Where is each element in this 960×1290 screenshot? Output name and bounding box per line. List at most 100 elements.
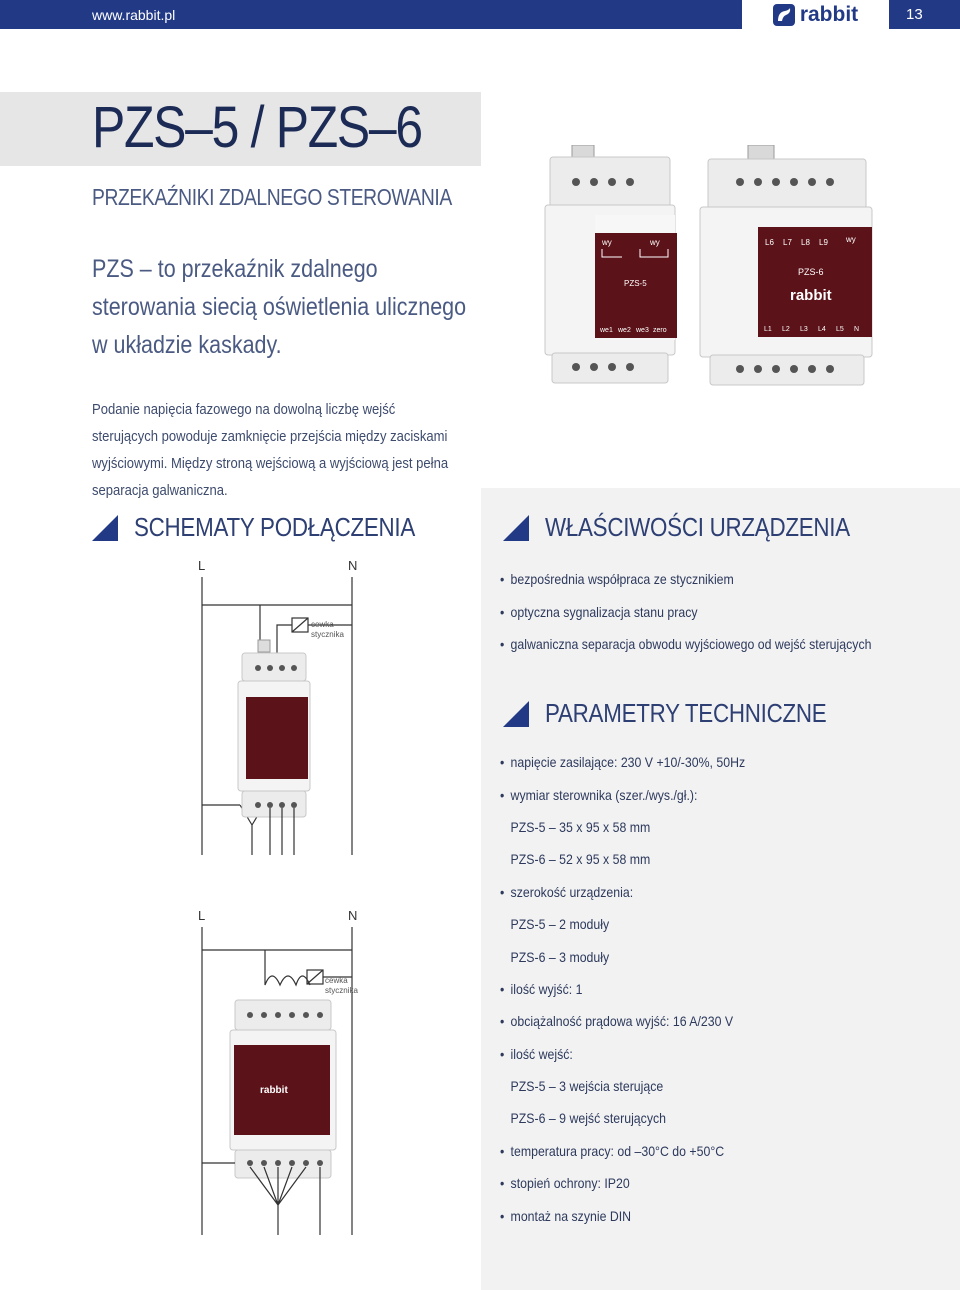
pzs6-top-label-5: wy bbox=[845, 235, 856, 244]
right-panel bbox=[481, 488, 960, 1290]
wlasciwosci-item-3: galwaniczna separacja obwodu wyjściowego… bbox=[510, 635, 872, 652]
diagram2-line-l: L bbox=[198, 908, 205, 923]
corner-triangle-icon bbox=[503, 700, 529, 727]
pzs5-bottom-3: we3 bbox=[635, 327, 649, 334]
list-item: • ilość wejść: bbox=[500, 1038, 745, 1070]
list-item: PZS-5 – 3 wejścia sterujące bbox=[500, 1070, 745, 1102]
list-item: • montaż na szynie DIN bbox=[500, 1199, 745, 1231]
pzs5-top-label-1: wy bbox=[601, 238, 612, 247]
diagram2-coil-label-1: cewka bbox=[325, 976, 348, 985]
pzs6-bottom-4: L4 bbox=[818, 326, 826, 333]
list-bullet: • bbox=[500, 786, 505, 803]
website-link[interactable]: www.rabbit.pl bbox=[92, 7, 176, 23]
wiring-diagram-pzs5: L N cewka stycznika bbox=[198, 558, 357, 855]
rabbit-logo-icon bbox=[772, 3, 795, 26]
wlasciwosci-list: •bezpośrednia współpraca ze stycznikiem … bbox=[500, 563, 922, 660]
list-item: PZS-6 – 52 x 95 x 58 mm bbox=[500, 843, 745, 875]
pzs6-top-label-3: L8 bbox=[801, 238, 810, 247]
pzs5-top-label-2: wy bbox=[649, 238, 660, 247]
pzs5-device: wy wy PZS-5 we1 we2 we3 zero bbox=[544, 145, 677, 384]
diagram1-line-n: N bbox=[348, 558, 357, 573]
pzs6-bottom-6: N bbox=[854, 326, 859, 333]
list-item: PZS-6 – 9 wejść sterujących bbox=[500, 1102, 745, 1134]
parametry-item-5: szerokość urządzenia: bbox=[510, 883, 634, 900]
diagram2-line-n: N bbox=[348, 908, 357, 923]
diagram2-coil-label-2: stycznika bbox=[325, 986, 358, 995]
list-bullet: • bbox=[500, 883, 505, 900]
page-title: PZS–5 / PZS–6 bbox=[92, 95, 423, 160]
parametry-item-2: wymiar sterownika (szer./wys./gł.): bbox=[510, 786, 698, 803]
wlasciwosci-item-2: optyczna sygnalizacja stanu pracy bbox=[510, 603, 698, 620]
section-wlasciwosci: WŁAŚCIWOŚCI URZĄDZENIA bbox=[503, 512, 900, 543]
list-bullet: • bbox=[500, 1045, 505, 1062]
pzs6-device: L6 L7 L8 L9 wy PZS-6 rabbit L1 L2 L3 L4 … bbox=[699, 145, 873, 386]
brand-name: rabbit bbox=[799, 2, 859, 26]
pzs6-bottom-3: L3 bbox=[800, 326, 808, 333]
list-item: • obciążalność prądowa wyjść: 16 A/230 V bbox=[500, 1005, 745, 1037]
wiring-diagram-pzs6: L N cewka stycznika rabbit bbox=[198, 908, 358, 1235]
parametry-item-13: temperatura pracy: od –30°C do +50°C bbox=[510, 1142, 725, 1159]
pzs5-model: PZS-5 bbox=[624, 279, 647, 288]
lead-paragraph: PZS – to przekaźnik zdalnego sterowania … bbox=[92, 250, 466, 364]
pzs6-bottom-1: L1 bbox=[764, 326, 772, 333]
diagram2-brand: rabbit bbox=[260, 1085, 288, 1096]
parametry-item-14: stopień ochrony: IP20 bbox=[510, 1175, 630, 1192]
pzs5-bottom-2: we2 bbox=[617, 327, 631, 334]
header-bar: www.rabbit.pl rabbit 13 bbox=[0, 0, 960, 29]
page-subtitle: PRZEKAŹNIKI ZDALNEGO STEROWANIA bbox=[92, 184, 452, 210]
list-item: • szerokość urządzenia: bbox=[500, 876, 745, 908]
section-parametry: PARAMETRY TECHNICZNE bbox=[503, 698, 872, 729]
wlasciwosci-heading: WŁAŚCIWOŚCI URZĄDZENIA bbox=[545, 512, 850, 542]
parametry-heading: PARAMETRY TECHNICZNE bbox=[545, 698, 827, 728]
parametry-item-3: PZS-5 – 35 x 95 x 58 mm bbox=[510, 818, 651, 835]
title-band bbox=[0, 92, 481, 166]
pzs5-bottom-4: zero bbox=[653, 327, 667, 334]
parametry-item-8: ilość wyjść: 1 bbox=[510, 980, 583, 997]
list-item: •bezpośrednia współpraca ze stycznikiem bbox=[500, 571, 734, 588]
pzs6-brand: rabbit bbox=[790, 287, 832, 304]
list-item: •napięcie zasilające: 230 V +10/-30%, 50… bbox=[500, 746, 745, 778]
body-text: Podanie napięcia fazowego na dowolną lic… bbox=[92, 402, 449, 499]
parametry-item-10: ilość wejść: bbox=[510, 1045, 573, 1062]
list-item: PZS-5 – 35 x 95 x 58 mm bbox=[500, 811, 745, 843]
parametry-item-4: PZS-6 – 52 x 95 x 58 mm bbox=[510, 851, 651, 868]
parametry-item-12: PZS-6 – 9 wejść sterujących bbox=[510, 1110, 666, 1127]
list-item: •optyczna sygnalizacja stanu pracy bbox=[500, 603, 698, 620]
list-item: • temperatura pracy: od –30°C do +50°C bbox=[500, 1135, 745, 1167]
schematy-heading: SCHEMATY PODŁĄCZENIA bbox=[134, 512, 416, 542]
diagram1-line-l: L bbox=[198, 558, 205, 573]
pzs6-model: PZS-6 bbox=[798, 267, 824, 277]
section-schematy: SCHEMATY PODŁĄCZENIA bbox=[92, 512, 461, 543]
parametry-item-1: napięcie zasilające: 230 V +10/-30%, 50H… bbox=[510, 754, 746, 771]
list-bullet: • bbox=[500, 1013, 505, 1030]
parametry-item-9: obciążalność prądowa wyjść: 16 A/230 V bbox=[510, 1013, 734, 1030]
parametry-item-7: PZS-6 – 3 moduły bbox=[510, 948, 610, 965]
pzs6-top-label-4: L9 bbox=[819, 238, 828, 247]
list-item: • wymiar sterownika (szer./wys./gł.): bbox=[500, 778, 745, 810]
pzs6-bottom-5: L5 bbox=[836, 326, 844, 333]
parametry-item-6: PZS-5 – 2 moduły bbox=[510, 916, 610, 933]
list-item: •galwaniczna separacja obwodu wyjścioweg… bbox=[500, 635, 872, 652]
page-number: 13 bbox=[906, 6, 923, 23]
diagram1-coil-label-2: stycznika bbox=[311, 630, 344, 639]
list-item: • ilość wyjść: 1 bbox=[500, 973, 745, 1005]
list-bullet: • bbox=[500, 1175, 505, 1192]
list-item: PZS-6 – 3 moduły bbox=[500, 940, 745, 972]
list-bullet: • bbox=[500, 980, 505, 997]
pzs6-bottom-2: L2 bbox=[782, 326, 790, 333]
pzs5-bottom-1: we1 bbox=[599, 327, 613, 334]
parametry-item-11: PZS-5 – 3 wejścia sterujące bbox=[510, 1078, 664, 1095]
parametry-item-15: montaż na szynie DIN bbox=[510, 1207, 632, 1224]
corner-triangle-icon bbox=[92, 514, 118, 541]
list-bullet: • bbox=[500, 1207, 505, 1224]
list-item: PZS-5 – 2 moduły bbox=[500, 908, 745, 940]
body-paragraph: Podanie napięcia fazowego na dowolną lic… bbox=[92, 397, 461, 505]
pzs6-top-label-1: L6 bbox=[765, 238, 774, 247]
diagram1-coil-label-1: cewka bbox=[311, 620, 334, 629]
wlasciwosci-item-1: bezpośrednia współpraca ze stycznikiem bbox=[510, 571, 734, 588]
list-bullet: • bbox=[500, 1142, 505, 1159]
product-photo: wy wy PZS-5 we1 we2 we3 zero L6 L7 L8 L9… bbox=[544, 145, 873, 386]
lead-text: PZS – to przekaźnik zdalnego sterowania … bbox=[92, 255, 467, 359]
pzs6-top-label-2: L7 bbox=[783, 238, 792, 247]
parametry-list: • napięcie zasilające: 230 V +10/-30%, 50… bbox=[500, 746, 779, 1232]
